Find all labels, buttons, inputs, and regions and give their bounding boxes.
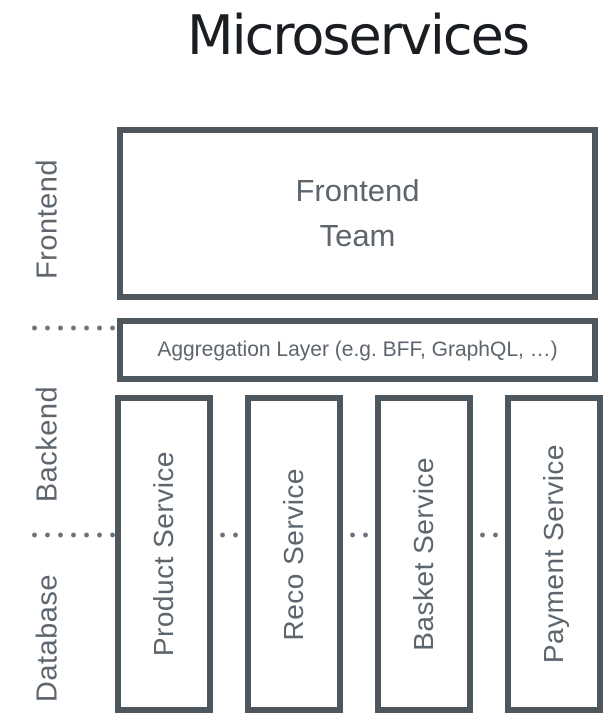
backend-database-divider-dotted-line-segment [476, 532, 503, 538]
backend-database-divider-dotted-line-segment [346, 532, 373, 538]
service-box-payment-label: Payment Service [538, 444, 569, 664]
service-box-product-label: Product Service [148, 451, 179, 657]
backend-database-divider-dotted-line-segment [216, 532, 243, 538]
aggregation-layer-label: Aggregation Layer (e.g. BFF, GraphQL, …) [157, 338, 558, 361]
row-label-frontend: Frontend [31, 158, 64, 280]
aggregation-layer-box: Aggregation Layer (e.g. BFF, GraphQL, …) [117, 318, 598, 382]
row-label-database: Database [31, 573, 64, 703]
frontend-team-label-line1: Frontend [295, 172, 420, 208]
frontend-team-box: Frontend Team [117, 127, 598, 300]
service-box-reco: Reco Service [245, 395, 343, 713]
service-box-product: Product Service [115, 395, 213, 713]
service-box-payment: Payment Service [505, 395, 603, 713]
frontend-team-label: Frontend Team [295, 169, 419, 259]
service-box-basket: Basket Service [375, 395, 473, 713]
row-label-backend: Backend [31, 385, 64, 503]
frontend-backend-divider-dotted-line [28, 325, 116, 331]
frontend-team-label-line2: Team [319, 217, 396, 253]
backend-database-divider-dotted-line [28, 532, 116, 538]
service-box-reco-label: Reco Service [278, 467, 309, 641]
diagram-title: Microservices [187, 4, 530, 67]
service-box-basket-label: Basket Service [408, 457, 439, 651]
